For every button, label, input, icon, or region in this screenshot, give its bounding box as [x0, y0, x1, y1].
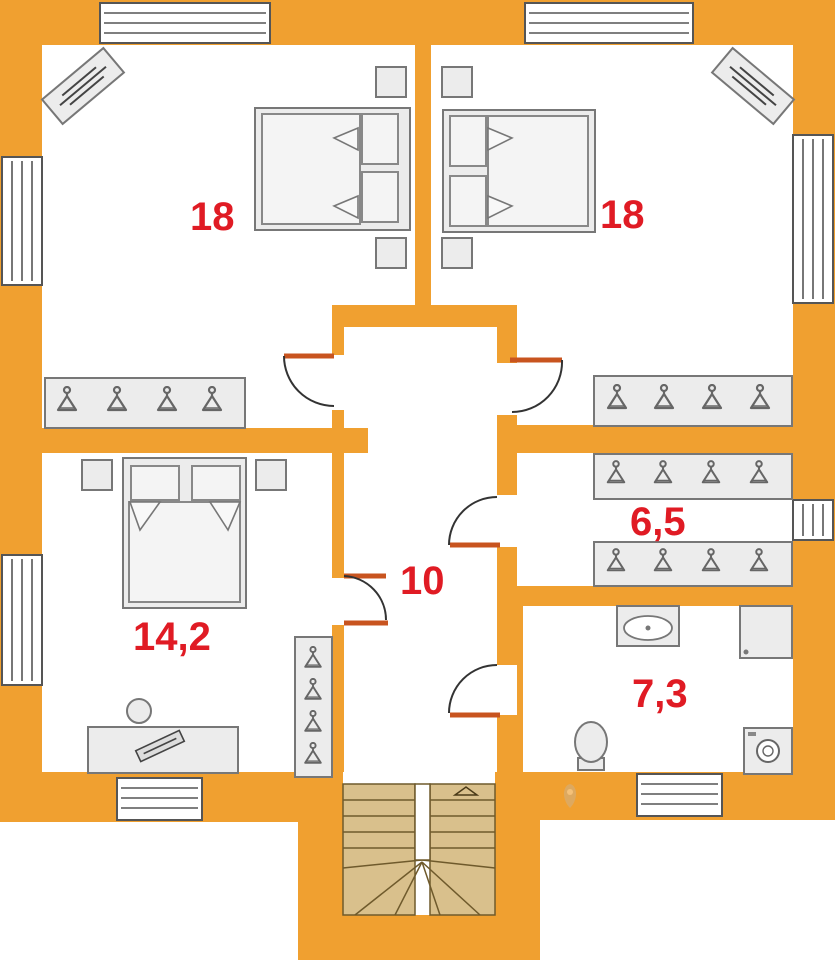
wardrobe-rail-icon — [593, 453, 793, 500]
room-area-label-hallway: 10 — [400, 559, 445, 603]
door-icon — [448, 664, 500, 718]
air-conditioner-icon — [40, 46, 126, 126]
wardrobe-rail-icon — [593, 541, 793, 587]
door-icon — [343, 573, 388, 626]
nightstand-icon — [441, 66, 473, 98]
double-bed-icon — [254, 107, 411, 231]
windows — [1, 2, 834, 821]
window-icon — [1, 156, 43, 286]
nightstand-icon — [375, 66, 407, 98]
room-area-label-bathroom: 7,3 — [632, 672, 688, 716]
stairs-icon — [342, 783, 496, 916]
room-area-label-bedroom-north-east: 18 — [600, 193, 645, 237]
nightstand-icon — [441, 237, 473, 269]
window-icon — [1, 554, 43, 686]
double-bed-icon — [122, 457, 247, 609]
room-area-label-bedroom-north-west: 18 — [190, 195, 235, 239]
double-bed-icon — [442, 109, 596, 233]
window-icon — [636, 773, 723, 817]
window-icon — [792, 499, 834, 541]
air-conditioner-icon — [710, 46, 796, 126]
shower-icon — [739, 605, 793, 659]
nightstand-icon — [375, 237, 407, 269]
chair-icon — [126, 698, 152, 724]
room-area-label-wardrobe-room: 6,5 — [630, 500, 686, 544]
nightstand-icon — [81, 459, 113, 491]
wardrobe-rail-icon — [44, 377, 246, 429]
door-icon — [283, 353, 335, 407]
map-pin-watermark-icon — [564, 784, 576, 808]
sink-icon — [616, 605, 680, 647]
door-icon — [510, 357, 564, 413]
desk-icon — [87, 726, 239, 774]
nightstand-icon — [255, 459, 287, 491]
window-icon — [792, 134, 834, 304]
room-area-label-bedroom-south-west: 14,2 — [133, 615, 211, 659]
toilet-icon — [574, 721, 608, 771]
window-icon — [116, 777, 203, 821]
wardrobe-rail-icon — [593, 375, 793, 427]
doors — [283, 353, 564, 718]
washing-machine-icon — [743, 727, 793, 775]
window-icon — [99, 2, 271, 44]
wardrobe-rail-icon — [294, 636, 333, 778]
window-icon — [524, 2, 694, 44]
door-icon — [448, 496, 500, 548]
